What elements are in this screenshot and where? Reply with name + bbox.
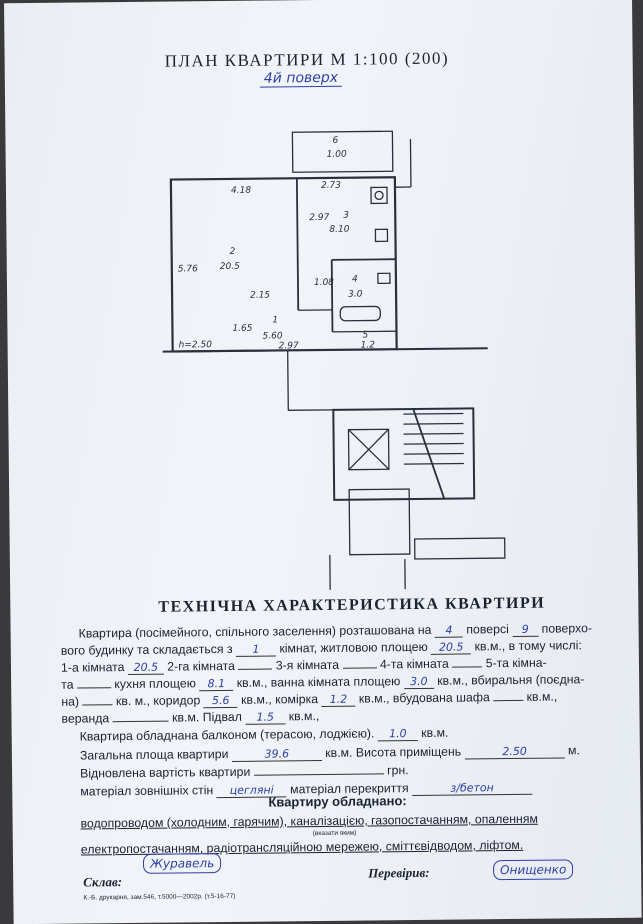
room4-number: 4 [352,275,358,285]
floor-note: 4й поверх [260,70,342,88]
total-area-value: 39.6 [232,747,322,762]
checked-by-label: Перевірив: [368,865,430,882]
dim-165: 1.65 [232,324,252,334]
line-6: веранда кв.м. Підвал 1.5 кв.м., [61,709,319,727]
line-9: Відновлена вартість квартири грн. [80,763,409,780]
dim-top: 4.18 [231,186,251,196]
room3-area: 8.10 [329,225,349,235]
document-sheet: ПЛАН КВАРТИРИ М 1:100 (200) 4й поверх [4,0,642,924]
dim-297-vertical: 2.97 [309,213,329,223]
room3-number: 3 [343,211,349,221]
dim-108: 1.08 [314,278,334,288]
room1-number: 1 [272,315,278,325]
printer-imprint: К.-Б. друкарня, зам.546, т.5000—2002р. (… [83,893,235,902]
room5-area: 1.2 [361,340,376,350]
line-5: на) кв. м., коридор 5.6 кв.м., комірка 1… [61,690,557,710]
line-7: Квартира обладнана балконом (терасою, ло… [80,726,449,745]
dim-215: 2.15 [250,291,270,301]
equipment-note: (вказати яким) [313,830,357,837]
room6-number: 6 [332,136,338,146]
closet-value: 1.2 [321,693,355,707]
room2-area: 20.5 [220,262,240,272]
rooms-value: 1 [236,642,276,656]
equipped-heading: Квартиру обладнано: [268,793,406,809]
equipment-line-1: водопроводом (холодним, гарячим), каналі… [81,812,538,831]
floor-value: 4 [435,624,463,638]
compiled-by-signature: Журавель [143,853,221,874]
kitchen-value: 8.1 [199,677,233,691]
section-title: ТЕХНІЧНА ХАРАКТЕРИСТИКА КВАРТИРИ [158,595,545,617]
floor-plan: 6 1.00 4.18 2.73 3 8.10 2.97 5.76 2 20.5… [120,108,545,602]
ceiling-height: h=2.50 [179,340,213,350]
room2-number: 2 [230,247,236,257]
corridor-value: 5.6 [204,694,238,708]
balcony-value: 1.0 [378,727,418,741]
floors-total-value: 9 [512,623,538,637]
ceiling-material-value: з/бетон [412,781,532,796]
dim-273: 2.73 [321,181,341,191]
living-area-value: 20.5 [431,640,471,654]
basement-value: 1.5 [245,710,285,724]
dim-297: 2.97 [279,341,299,351]
checked-by-signature: Онищенко [493,859,573,880]
compiled-by-label: Склав: [83,874,122,890]
line-8: Загальна площа квартири 39.6 кв.м. Висот… [80,743,580,763]
room1-area: 5.60 [262,331,282,341]
bath-value: 3.0 [404,675,434,689]
room5-number: 5 [362,330,368,340]
page-title: ПЛАН КВАРТИРИ М 1:100 (200) [165,49,450,72]
dim-576: 5.76 [178,264,198,274]
room4-area: 3.0 [348,290,363,300]
room6-area: 1.00 [327,150,347,160]
height-value: 2.50 [464,744,564,759]
room1-value: 20.5 [128,661,164,675]
